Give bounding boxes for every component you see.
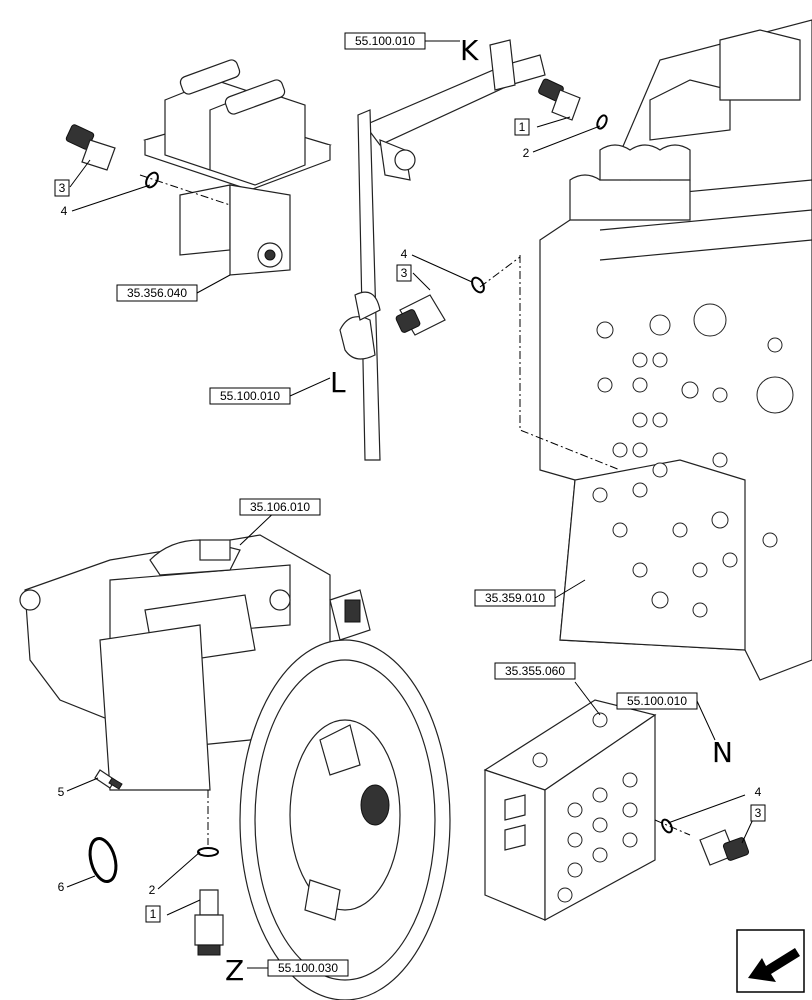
ref-pump-label: 35.106.010 (250, 500, 310, 514)
callout-4-left: 4 (61, 204, 68, 218)
ref-box-valve-block[interactable]: 35.359.010 (474, 589, 556, 607)
callout-3-right-label: 3 (755, 806, 762, 820)
ref-manifold-label: 35.355.060 (505, 664, 565, 678)
callout-4-mid: 4 (401, 247, 408, 261)
fitting-5 (94, 769, 123, 790)
callout-3-mid: 3 (396, 264, 412, 282)
callout-3-mid-label: 3 (401, 266, 408, 280)
letter-z: Z (225, 954, 244, 987)
pedal-valve (139, 59, 332, 276)
callout-2-bottom: 2 (149, 883, 156, 897)
ref-pedal-valve-label: 35.356.040 (127, 286, 187, 300)
manifold-block (483, 699, 691, 922)
ref-box-right[interactable]: 55.100.010 (616, 692, 698, 710)
sensor-1-bottom (194, 847, 224, 956)
letter-k: K (460, 34, 479, 67)
callout-1-bottom-label: 1 (150, 907, 157, 921)
ref-box-top[interactable]: 55.100.010 (344, 32, 426, 50)
control-valve-block (479, 19, 812, 681)
ref-box-pedal-valve[interactable]: 35.356.040 (116, 284, 198, 302)
ref-top-label: 55.100.010 (355, 34, 415, 48)
callout-1-bottom: 1 (145, 905, 161, 923)
leader-lines (66, 40, 756, 969)
sensor-1-top (538, 78, 608, 130)
callout-3-right: 3 (750, 804, 766, 822)
ref-box-pump[interactable]: 35.106.010 (239, 498, 321, 516)
ref-right-label: 55.100.010 (627, 694, 687, 708)
ref-left-mid-label: 55.100.010 (220, 389, 280, 403)
o-ring-6 (88, 837, 118, 883)
callout-6: 6 (58, 880, 65, 894)
ref-valve-block-label: 35.359.010 (485, 591, 545, 605)
ref-box-bottom[interactable]: 55.100.030 (267, 959, 349, 977)
callout-5: 5 (58, 785, 65, 799)
arrow-down-left-icon[interactable] (736, 929, 805, 993)
hydraulic-pump (19, 534, 451, 1000)
callout-1-top: 1 (514, 118, 530, 136)
callout-3-left-label: 3 (59, 181, 66, 195)
ref-bottom-label: 55.100.030 (278, 961, 338, 975)
sensor-3-right (661, 818, 750, 866)
sensor-3-left (65, 124, 159, 189)
letter-l: L (330, 366, 346, 399)
callout-4-right: 4 (755, 785, 762, 799)
callout-2-top: 2 (523, 146, 530, 160)
wiring-harness-upper (339, 39, 546, 461)
ref-box-manifold[interactable]: 35.355.060 (494, 662, 576, 680)
sensor-3-mid (395, 276, 485, 336)
letter-n: N (712, 736, 733, 769)
ref-box-left-mid[interactable]: 55.100.010 (209, 387, 291, 405)
callout-3-left: 3 (54, 179, 70, 197)
callout-1-top-label: 1 (519, 120, 526, 134)
